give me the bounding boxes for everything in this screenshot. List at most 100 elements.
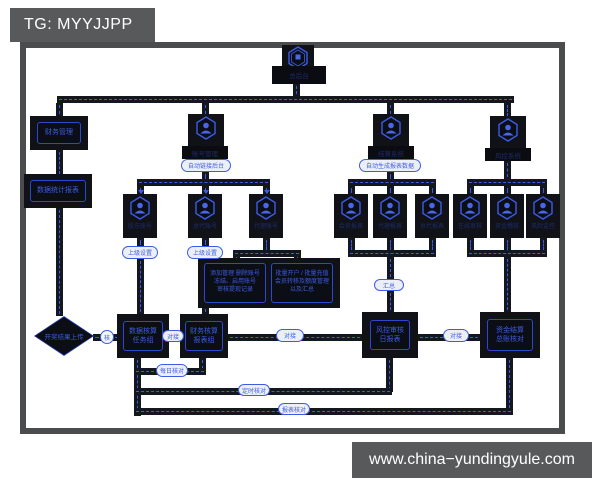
connector bbox=[134, 408, 513, 415]
data-check-line1: 数据核算 bbox=[129, 327, 157, 335]
connector bbox=[202, 238, 209, 247]
result-upload-label: 开奖结果上传 bbox=[35, 317, 93, 355]
arrow-down-icon bbox=[137, 190, 144, 194]
main-branch-line bbox=[57, 96, 514, 103]
master-report-node: 总代报表 bbox=[415, 194, 449, 238]
tg-watermark-badge: TG: MYYJJPP bbox=[10, 8, 155, 42]
finance-admin-box: 财务管理 bbox=[37, 122, 81, 144]
risk-review-line1: 风控审核 bbox=[376, 326, 404, 334]
auto-report-pill: 自动生成报表数据 bbox=[359, 159, 421, 172]
person-hexagon-icon bbox=[497, 196, 517, 220]
finance-check-line2: 报表组 bbox=[193, 337, 215, 344]
link-oval: 对接 bbox=[276, 329, 304, 342]
upper-level-pill: 上级设置 bbox=[122, 246, 158, 259]
summary-pill: 汇总 bbox=[374, 279, 404, 291]
branch2-split-line bbox=[137, 179, 270, 186]
connector bbox=[56, 150, 63, 176]
permissions-line3: 审核提现记录 bbox=[216, 286, 253, 293]
risk-monitor-label: 风险监控 bbox=[530, 224, 555, 230]
connector bbox=[387, 186, 394, 195]
permissions-line1: 添加管理 删除账号 bbox=[210, 271, 260, 278]
online-audit-label: 在线审核 bbox=[457, 224, 482, 230]
fund-audit-label: 资金稽核 bbox=[494, 224, 519, 230]
connector bbox=[233, 250, 301, 257]
connector bbox=[113, 334, 120, 341]
connector bbox=[387, 103, 394, 116]
website-watermark-badge: www.china−yundingyule.com bbox=[352, 442, 592, 478]
connector bbox=[348, 238, 355, 252]
online-audit-node: 在线审核 bbox=[453, 194, 487, 238]
timed-check-pill: 定时核对 bbox=[238, 384, 270, 396]
settlement-icon-plate bbox=[373, 114, 409, 146]
connector bbox=[137, 238, 144, 247]
data-report-box: 数据统计报表 bbox=[30, 180, 86, 202]
person-hexagon-icon bbox=[256, 196, 276, 220]
connector bbox=[348, 250, 436, 257]
permissions-line2: 冻结、启用账号 bbox=[213, 279, 256, 286]
fund-settle-line2: 总账核对 bbox=[496, 336, 524, 343]
link-oval: 对接 bbox=[443, 329, 469, 342]
connector bbox=[467, 186, 474, 195]
root-label: 总后台 bbox=[272, 66, 326, 84]
connector bbox=[386, 358, 393, 392]
website-watermark-text: www.china−yundingyule.com bbox=[369, 451, 575, 468]
master-agent-label: 总代账号 bbox=[192, 224, 217, 230]
connector bbox=[348, 186, 355, 195]
connector bbox=[263, 238, 270, 252]
result-upload-diamond: 开奖结果上传 bbox=[34, 316, 94, 356]
finance-check-box: 财务核算 报表组 bbox=[185, 321, 223, 351]
account-admin-label: 账号管理 bbox=[182, 146, 228, 159]
branch4-split-line bbox=[467, 179, 547, 186]
auto-link-pill: 自动链接后台 bbox=[181, 159, 231, 172]
connector bbox=[504, 257, 511, 312]
risk-monitor-node: 风险监控 bbox=[526, 194, 560, 238]
check-circle: 核 bbox=[100, 330, 114, 344]
permissions-box: 添加管理 删除账号 冻结、启用账号 审核提现记录 bbox=[204, 263, 266, 303]
person-hexagon-icon bbox=[380, 196, 400, 220]
data-check-box: 数据核算 任务组 bbox=[123, 321, 163, 351]
person-hexagon-icon bbox=[196, 116, 216, 140]
connector bbox=[540, 238, 547, 252]
risk-review-box: 风控审核 日报表 bbox=[370, 320, 410, 350]
connector bbox=[504, 186, 511, 195]
branch3-split-line bbox=[348, 179, 436, 186]
connector bbox=[202, 103, 209, 116]
connector bbox=[506, 358, 513, 410]
account-admin-icon-plate bbox=[188, 114, 224, 146]
person-hexagon-icon bbox=[381, 116, 401, 140]
shareholder-node: 股东账号 bbox=[123, 194, 157, 238]
connector bbox=[429, 186, 436, 195]
arrow-down-icon bbox=[263, 190, 270, 194]
fund-settle-box: 资金结算 总账核对 bbox=[487, 319, 533, 351]
connector bbox=[93, 334, 101, 341]
member-report-label: 会员报表 bbox=[338, 224, 363, 230]
fund-settle-line1: 资金结算 bbox=[496, 326, 524, 334]
connector bbox=[387, 238, 394, 252]
agent-node: 代理账号 bbox=[249, 194, 283, 238]
connector bbox=[387, 291, 394, 312]
person-hexagon-icon bbox=[341, 196, 361, 220]
connector bbox=[293, 84, 300, 96]
finance-check-line1: 财务核算 bbox=[190, 327, 218, 335]
connector bbox=[540, 186, 547, 195]
link-pill: 对接 bbox=[162, 330, 184, 342]
data-check-line2: 任务组 bbox=[132, 337, 154, 344]
batch-ops-box: 批量开户 / 批量充值 会员转移及额度管理 以及汇总 bbox=[271, 263, 333, 303]
connector bbox=[134, 358, 141, 416]
daily-check-pill: 每日核对 bbox=[156, 364, 188, 377]
risk-review-line2: 日报表 bbox=[379, 336, 401, 343]
connector bbox=[137, 259, 144, 314]
connector bbox=[387, 172, 394, 181]
person-hexagon-icon bbox=[533, 196, 553, 220]
risk-label: 风控系统 bbox=[485, 148, 531, 161]
master-agent-node: 总代账号 bbox=[188, 194, 222, 238]
agent-report-node: 代理报表 bbox=[373, 194, 407, 238]
person-hexagon-icon bbox=[195, 196, 215, 220]
report-check-pill: 报表核对 bbox=[278, 403, 310, 415]
finance-admin-label: 财务管理 bbox=[45, 129, 73, 137]
agent-label: 代理账号 bbox=[253, 224, 278, 230]
connector bbox=[429, 238, 436, 252]
fund-audit-node: 资金稽核 bbox=[490, 194, 524, 238]
connector bbox=[387, 257, 394, 279]
tg-watermark-text: TG: MYYJJPP bbox=[24, 16, 133, 33]
